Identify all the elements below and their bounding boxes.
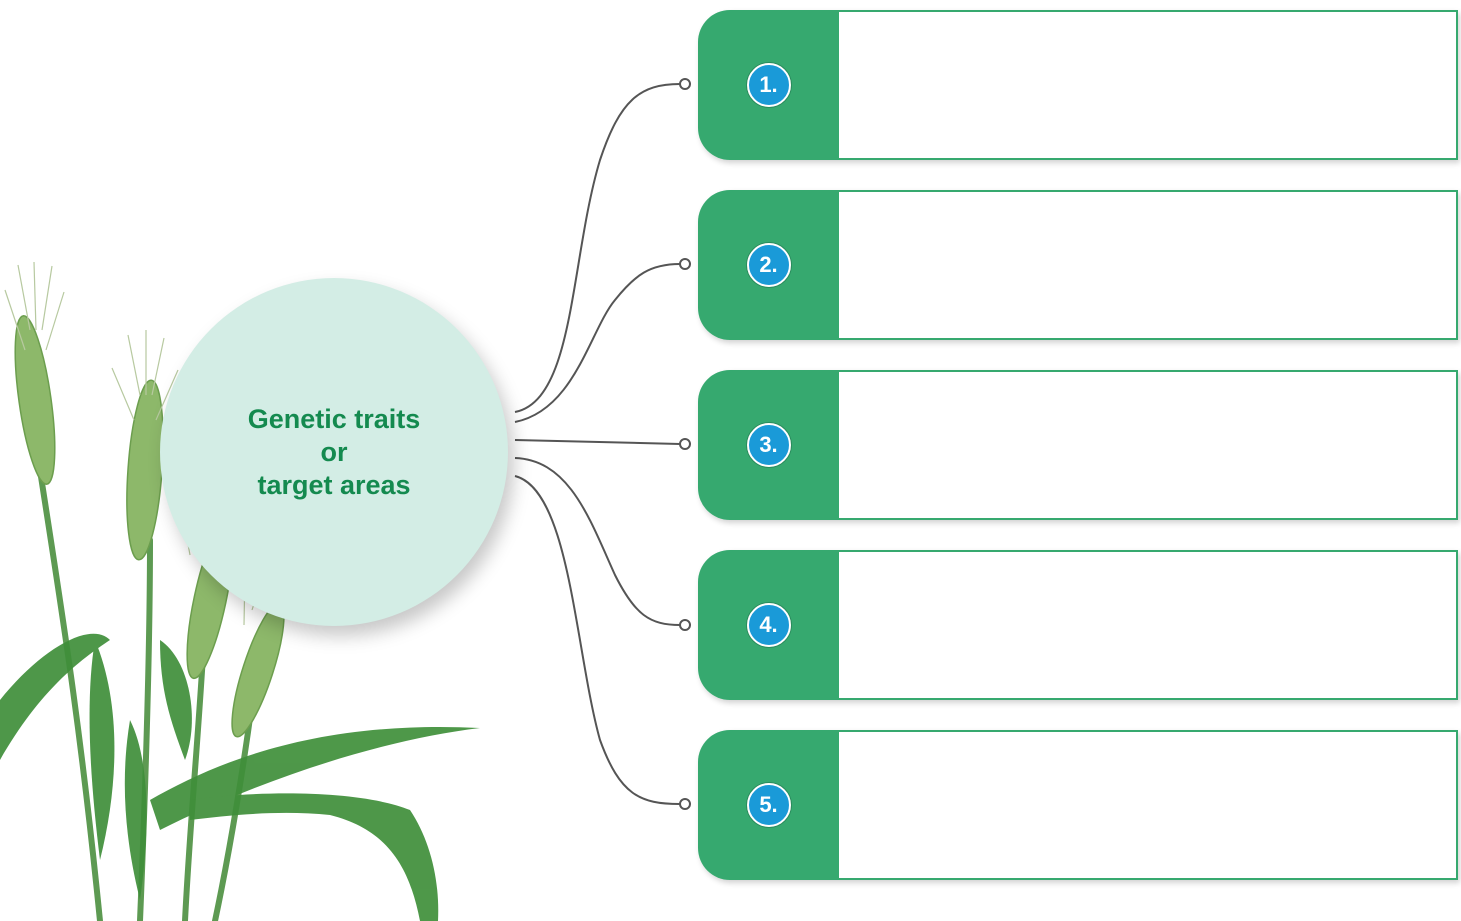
item-card-1: 1. <box>698 10 1458 160</box>
item-card-2: 2. <box>698 190 1458 340</box>
hub-label-line-1: Genetic traits <box>247 403 421 434</box>
connector-2 <box>514 263 681 423</box>
connector-5 <box>514 475 681 805</box>
item-text-box-1[interactable] <box>839 10 1458 160</box>
item-number-badge-1: 1. <box>746 63 791 107</box>
item-card-3: 3. <box>698 370 1458 520</box>
item-text-box-2[interactable] <box>839 190 1458 340</box>
item-number-badge-3: 3. <box>746 423 791 467</box>
item-number-badge-5: 5. <box>746 783 791 827</box>
item-card-5: 5. <box>698 730 1458 880</box>
item-card-4: 4. <box>698 550 1458 700</box>
hub-label: Genetic traits or target areas <box>214 403 454 502</box>
connector-4 <box>514 457 681 626</box>
connector-3 <box>514 439 681 445</box>
item-text-box-3[interactable] <box>839 370 1458 520</box>
hub-label-line-3: target areas <box>257 469 411 500</box>
item-tab-3: 3. <box>698 370 839 520</box>
connector-1 <box>514 83 681 413</box>
item-text-box-5[interactable] <box>839 730 1458 880</box>
item-number-badge-4: 4. <box>746 603 791 647</box>
connector-end-2 <box>679 258 691 270</box>
item-tab-1: 1. <box>698 10 839 160</box>
item-number-badge-2: 2. <box>746 243 791 287</box>
item-tab-4: 4. <box>698 550 839 700</box>
connector-end-5 <box>679 798 691 810</box>
connector-end-3 <box>679 438 691 450</box>
item-tab-2: 2. <box>698 190 839 340</box>
connector-end-4 <box>679 619 691 631</box>
connector-end-1 <box>679 78 691 90</box>
item-tab-5: 5. <box>698 730 839 880</box>
item-text-box-4[interactable] <box>839 550 1458 700</box>
hub-circle: Genetic traits or target areas <box>160 278 508 626</box>
hub-label-line-2: or <box>320 436 348 467</box>
